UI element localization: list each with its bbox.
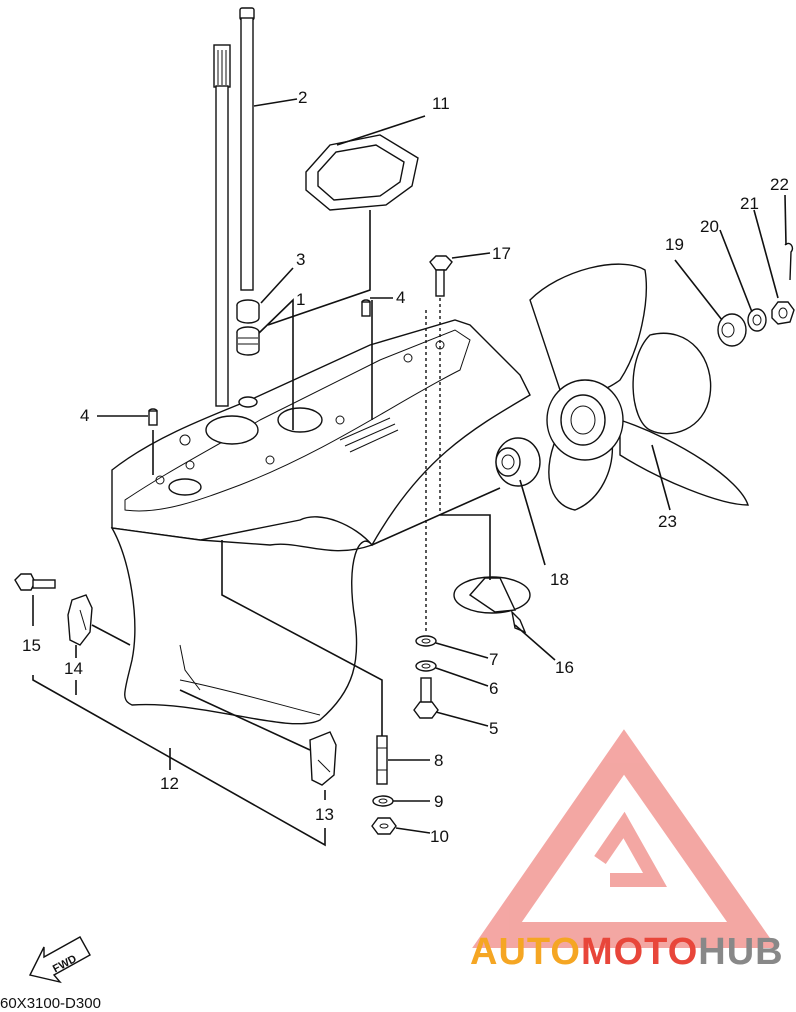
- watermark-text-hub: HUB: [698, 931, 783, 973]
- callout-18: 18: [550, 570, 569, 589]
- callout-17: 17: [492, 244, 511, 263]
- anode-13: [309, 731, 337, 786]
- diagram-code: 60X3100-D300: [0, 995, 101, 1012]
- spacer-20: [747, 308, 767, 332]
- callout-1: 1: [296, 290, 305, 309]
- nut-10: [371, 817, 397, 835]
- callout-2: 2: [298, 88, 307, 107]
- bushing-part: [236, 299, 260, 324]
- callout-4-left: 4: [80, 406, 89, 425]
- dowel-pin-right: [361, 299, 371, 317]
- callout-21: 21: [740, 194, 759, 213]
- callout-10: 10: [430, 827, 449, 846]
- fwd-arrow: FWD: [28, 936, 91, 984]
- cover-16: [453, 576, 531, 634]
- washer-6: [415, 660, 437, 672]
- watermark-text-auto: AUTO: [470, 931, 581, 973]
- callout-6: 6: [489, 679, 498, 698]
- callout-16: 16: [555, 658, 574, 677]
- dowel-pin-left: [148, 408, 158, 426]
- nut-21: [771, 301, 795, 325]
- callout-22: 22: [770, 175, 789, 194]
- callout-5: 5: [489, 719, 498, 738]
- callout-11: 11: [432, 94, 450, 113]
- shift-rod: [213, 44, 231, 407]
- anode-14: [67, 594, 93, 646]
- svg-text:AUTOMOTOHUB: AUTOMOTOHUB: [470, 931, 784, 973]
- drive-shaft: [239, 7, 255, 291]
- washer-19: [717, 313, 747, 347]
- seal-part: [236, 326, 260, 356]
- gasket-part: [305, 134, 419, 211]
- callout-3: 3: [296, 250, 305, 269]
- callout-labels: 1 2 3 4 4 5 6 7 8 9 10 11 12 13 14 15 16…: [22, 88, 789, 846]
- callout-9: 9: [434, 792, 443, 811]
- callout-19: 19: [665, 235, 684, 254]
- callout-8: 8: [434, 751, 443, 770]
- cotter-pin-22: [784, 242, 794, 281]
- bolt-15: [14, 573, 56, 591]
- stud-8: [376, 735, 388, 785]
- bolt-17: [429, 255, 453, 297]
- watermark-triangle-icon: [472, 729, 777, 948]
- leader-lines: [32, 98, 787, 847]
- callout-15: 15: [22, 636, 41, 655]
- washer-9: [372, 795, 394, 807]
- propeller-23: [529, 263, 749, 511]
- watermark-logo: [472, 729, 777, 948]
- bolt-5: [413, 677, 439, 719]
- callout-20: 20: [700, 217, 719, 236]
- callout-13: 13: [315, 805, 334, 824]
- washer-7: [415, 635, 437, 647]
- callout-14: 14: [64, 659, 83, 678]
- callout-12: 12: [160, 774, 179, 793]
- watermark-text-moto: MOTO: [581, 931, 698, 973]
- callout-23: 23: [658, 512, 677, 531]
- callout-4-right: 4: [396, 288, 405, 307]
- lower-casing: [110, 319, 531, 725]
- callout-7: 7: [489, 650, 498, 669]
- thrust-washer-18: [495, 437, 541, 487]
